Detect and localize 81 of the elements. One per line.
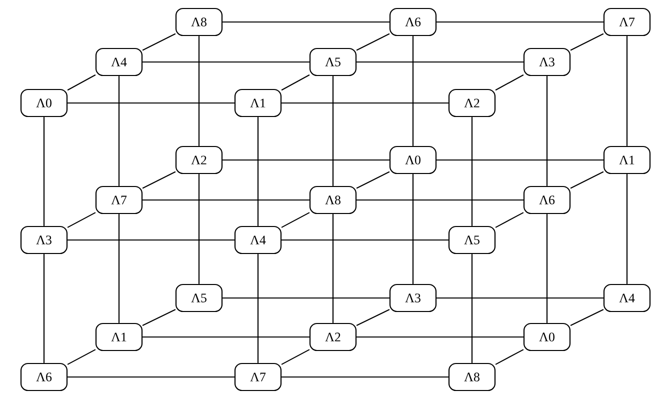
lattice-node: Λ8 — [175, 8, 223, 36]
lattice-node: Λ6 — [389, 8, 437, 36]
connector-line — [356, 199, 524, 201]
lattice-node: Λ2 — [309, 322, 357, 352]
connector-line — [68, 102, 234, 104]
connector-line — [356, 61, 524, 63]
lattice-node: Λ6 — [20, 362, 68, 392]
connector-line — [142, 171, 176, 189]
connector-line — [281, 212, 310, 228]
lattice-node: Λ5 — [309, 48, 357, 76]
lattice-node: Λ3 — [389, 284, 437, 312]
connector-line — [68, 239, 234, 241]
connector-line — [142, 33, 176, 51]
lattice-node: Λ0 — [389, 146, 437, 174]
connector-line — [495, 212, 524, 228]
connector-line — [257, 117, 259, 226]
connector-line — [570, 308, 604, 326]
lattice-node: Λ2 — [175, 146, 223, 174]
connector-line — [356, 171, 390, 189]
connector-line — [356, 336, 524, 338]
lattice-node: Λ8 — [448, 362, 496, 392]
connector-line — [282, 239, 448, 241]
connector-line — [142, 199, 310, 201]
connector-line — [222, 159, 390, 161]
lattice-node: Λ7 — [603, 8, 651, 36]
connector-line — [412, 36, 414, 146]
connector-line — [570, 171, 604, 189]
lattice-node: Λ1 — [234, 88, 282, 118]
connector-line — [198, 174, 200, 284]
lattice-node: Λ5 — [448, 226, 496, 254]
lattice-node: Λ3 — [523, 48, 571, 76]
connector-line — [626, 174, 628, 284]
connector-line — [198, 36, 200, 146]
connector-line — [332, 214, 334, 323]
connector-line — [495, 74, 524, 91]
connector-line — [436, 159, 604, 161]
connector-line — [495, 349, 524, 365]
connector-line — [570, 33, 604, 51]
connector-line — [222, 21, 390, 23]
connector-line — [412, 174, 414, 284]
connector-line — [356, 308, 390, 326]
lattice-node: Λ1 — [603, 146, 651, 174]
lattice-node: Λ7 — [95, 186, 143, 214]
lattice-node: Λ4 — [234, 226, 282, 254]
connector-line — [471, 254, 473, 363]
connector-line — [546, 76, 548, 186]
connector-line — [118, 214, 120, 323]
lattice-node: Λ4 — [95, 48, 143, 76]
lattice-node: Λ8 — [309, 186, 357, 214]
lattice-node: Λ4 — [603, 284, 651, 312]
connector-line — [257, 254, 259, 363]
lattice-node: Λ3 — [20, 226, 68, 254]
connector-line — [43, 254, 45, 363]
connector-line — [471, 117, 473, 226]
connector-line — [626, 36, 628, 146]
lattice-node: Λ0 — [20, 88, 68, 118]
connector-line — [142, 336, 310, 338]
connector-line — [67, 74, 96, 91]
connector-line — [282, 376, 448, 378]
connector-line — [67, 349, 96, 365]
connector-line — [281, 349, 310, 365]
connector-line — [67, 212, 96, 228]
connector-line — [142, 308, 176, 326]
connector-line — [282, 102, 448, 104]
connector-line — [68, 376, 234, 378]
connector-line — [142, 61, 310, 63]
connector-line — [332, 76, 334, 186]
lattice-node: Λ6 — [523, 186, 571, 214]
connector-line — [356, 33, 390, 51]
lattice-node: Λ5 — [175, 284, 223, 312]
lattice-node: Λ1 — [95, 322, 143, 352]
connector-line — [118, 76, 120, 186]
lattice-node: Λ7 — [234, 362, 282, 392]
lattice-node: Λ0 — [523, 322, 571, 352]
connector-line — [222, 297, 390, 299]
connector-line — [43, 117, 45, 226]
connector-line — [281, 74, 310, 91]
connector-line — [436, 21, 604, 23]
lattice-node: Λ2 — [448, 88, 496, 118]
connector-line — [436, 297, 604, 299]
connector-line — [546, 214, 548, 323]
